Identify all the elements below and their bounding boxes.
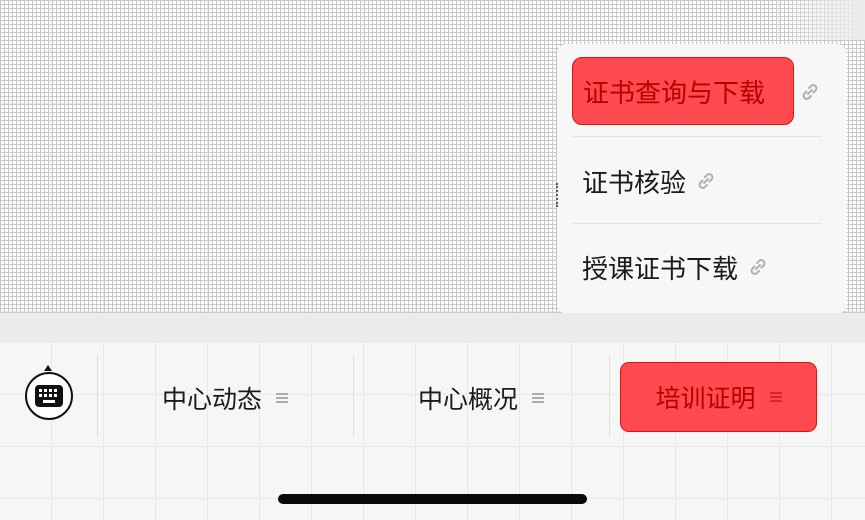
menu-item-label: 授课证书下载 — [582, 254, 739, 285]
menu-item-label: 证书核验 — [582, 168, 687, 199]
menu-separator — [572, 136, 822, 137]
tab-center-news[interactable]: 中心动态 — [110, 372, 340, 424]
menu-item-teaching-certificate[interactable]: 授课证书下载 — [572, 233, 768, 301]
popup-grip — [556, 183, 561, 207]
tab-center-overview[interactable]: 中心概况 — [366, 372, 596, 424]
keyboard-caret-icon — [44, 365, 52, 371]
menu-lines-icon — [769, 392, 782, 402]
tab-divider — [97, 355, 98, 437]
tab-label: 中心概况 — [417, 385, 518, 414]
tab-divider — [609, 355, 610, 437]
menu-lines-icon — [276, 393, 288, 403]
home-indicator[interactable] — [278, 494, 587, 504]
tab-divider — [353, 355, 354, 437]
tab-training-certificate[interactable]: 培训证明 — [620, 362, 817, 432]
tab-label: 中心动态 — [161, 385, 262, 414]
keyboard-icon — [35, 385, 63, 407]
top-right-fade — [780, 0, 865, 40]
link-icon — [802, 84, 818, 100]
menu-item-label: 证书查询与下载 — [583, 78, 766, 109]
menu-item-certificate-verify[interactable]: 证书核验 — [572, 147, 716, 215]
keyboard-toggle-button[interactable] — [25, 372, 73, 420]
tab-label: 培训证明 — [655, 384, 756, 413]
tabbar-top-band — [0, 313, 865, 343]
link-icon — [750, 259, 766, 275]
link-icon — [698, 173, 714, 189]
menu-separator — [572, 223, 822, 224]
menu-lines-icon — [532, 393, 544, 403]
menu-item-certificate-query[interactable]: 证书查询与下载 — [572, 57, 794, 125]
